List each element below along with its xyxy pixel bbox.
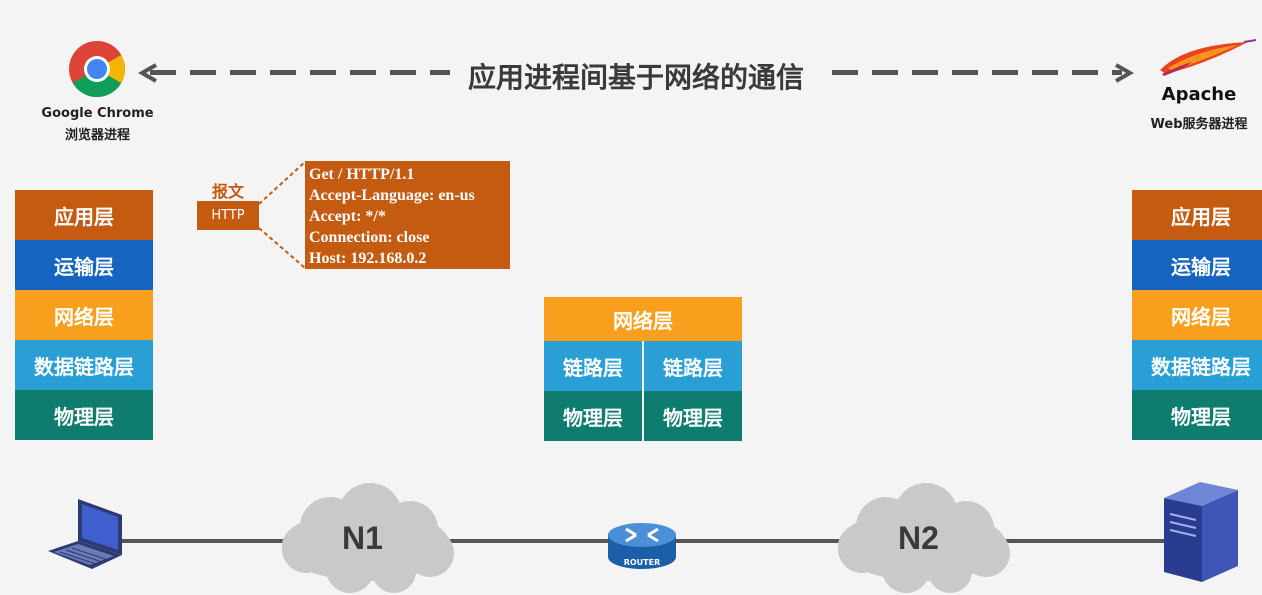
right-arrowhead-icon (1115, 63, 1134, 83)
server-layer-transport: 运输层 (1132, 240, 1262, 290)
chrome-icon (69, 41, 125, 97)
message-line: Connection: close (309, 229, 430, 246)
server-layer-network: 网络层 (1132, 290, 1262, 340)
network-n2-label: N2 (898, 520, 939, 556)
client-role: 浏览器进程 (64, 128, 130, 143)
message-label: 报文 (212, 182, 245, 201)
message-line: Accept-Language: en-us (309, 187, 475, 204)
client-layer-transport: 运输层 (15, 240, 153, 290)
server-role: Web服务器进程 (1150, 117, 1248, 132)
client-layer-datalink: 数据链路层 (15, 340, 153, 390)
router-layer-physical-right: 物理层 (644, 391, 742, 441)
diagram-title: 应用进程间基于网络的通信 (468, 61, 805, 94)
http-tag: HTTP (197, 201, 259, 230)
laptop-icon (48, 499, 122, 569)
left-arrowhead-icon (138, 63, 157, 83)
cloud-icon (282, 483, 454, 593)
network-n1-label: N1 (342, 520, 383, 556)
apache-feather-icon (1160, 39, 1257, 76)
client-layer-physical: 物理层 (15, 390, 153, 440)
server-name: Apache (1161, 84, 1237, 105)
router-layer-physical-left: 物理层 (544, 391, 642, 441)
cloud-icon (838, 483, 1010, 593)
message-line: Accept: */* (309, 208, 386, 225)
router-label: ROUTER (623, 558, 661, 567)
router-layer-network: 网络层 (544, 297, 742, 341)
message-line: Get / HTTP/1.1 (309, 166, 415, 183)
server-layer-datalink: 数据链路层 (1132, 340, 1262, 390)
client-layer-application: 应用层 (15, 190, 153, 240)
client-layer-network: 网络层 (15, 290, 153, 340)
server-layer-physical: 物理层 (1132, 390, 1262, 440)
left-dashed-line (150, 70, 450, 75)
callout-lines (258, 161, 306, 269)
router-icon (608, 523, 676, 569)
router-layer-datalink-left: 链路层 (544, 341, 642, 391)
client-name: Google Chrome (41, 106, 154, 121)
server-layer-application: 应用层 (1132, 190, 1262, 240)
http-message-box: Get / HTTP/1.1 Accept-Language: en-us Ac… (305, 161, 510, 269)
right-dashed-line (832, 70, 1122, 75)
server-icon (1164, 482, 1238, 582)
message-line: Host: 192.168.0.2 (309, 250, 427, 267)
router-layer-datalink-right: 链路层 (644, 341, 742, 391)
